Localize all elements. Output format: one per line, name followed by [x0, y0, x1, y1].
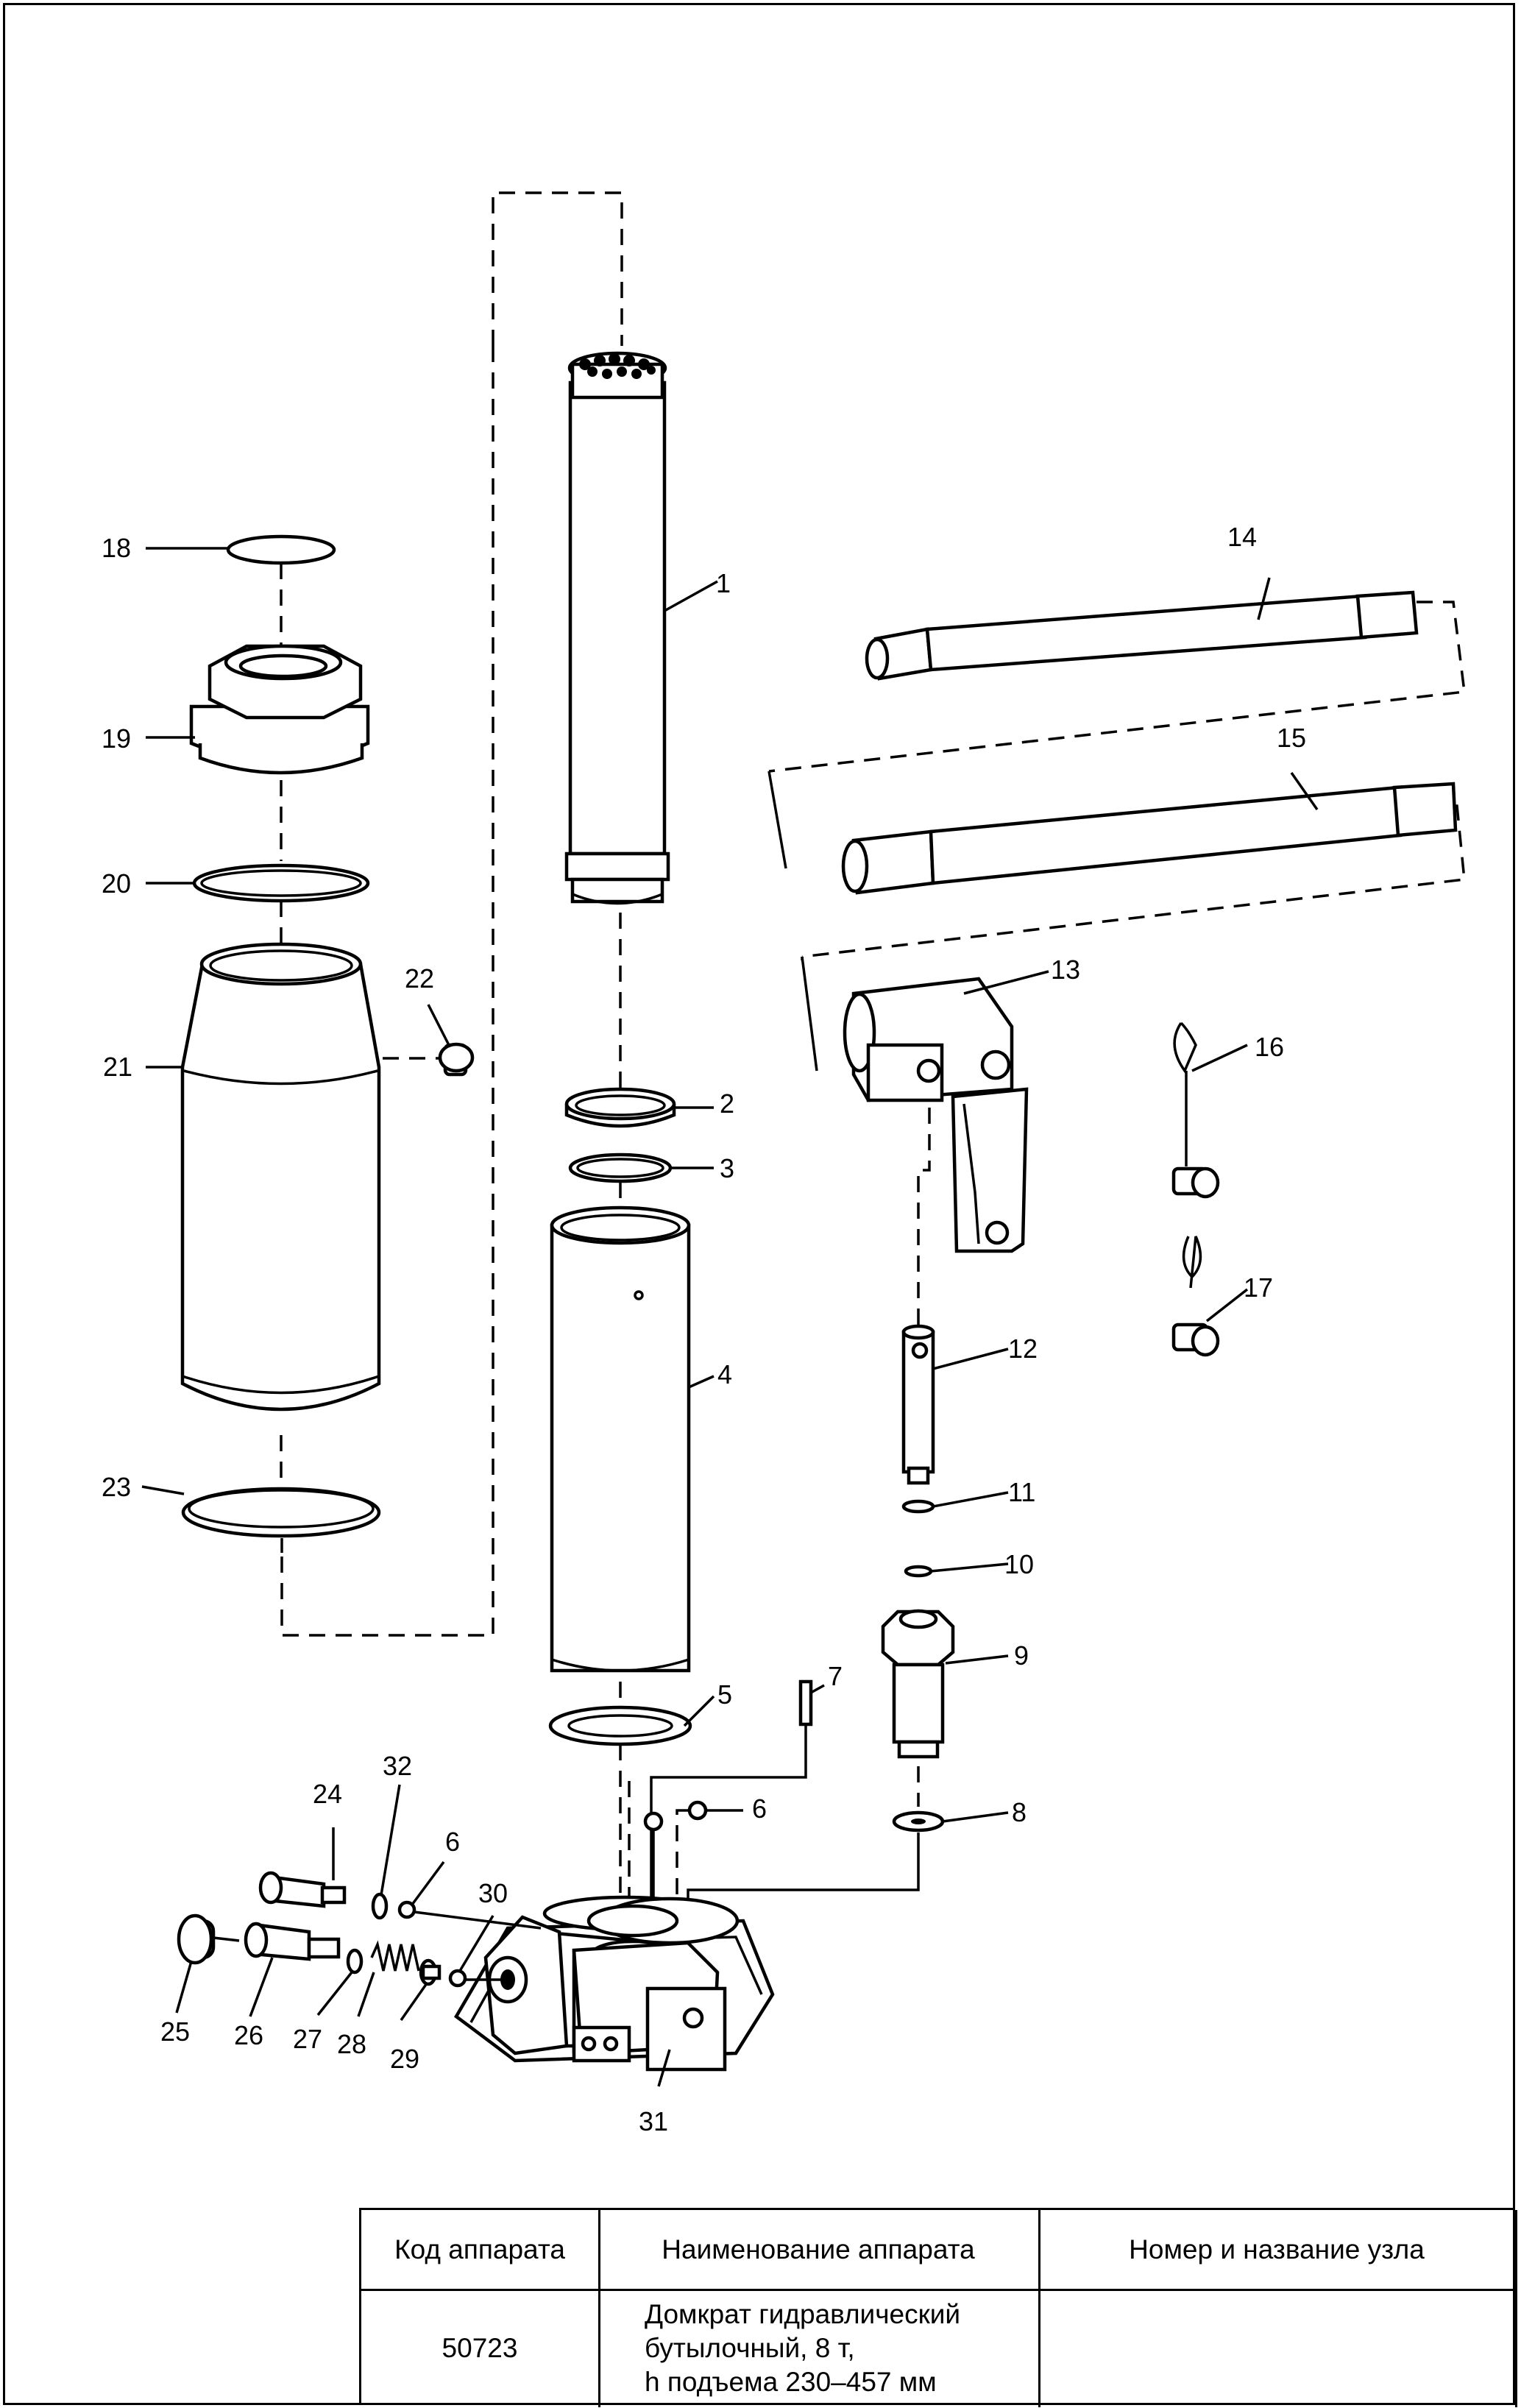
label-part-26: 26	[234, 2020, 263, 2050]
label-part-23: 23	[102, 1472, 131, 1502]
label-part-19: 19	[102, 723, 131, 754]
header-name: Наименование аппарата	[662, 2234, 975, 2264]
apparatus-code: 50723	[442, 2332, 518, 2363]
part-labels: 1 2 3 4 5 6 6 7 8 9 10 11 12 13 14 15 16…	[102, 522, 1306, 2136]
header-code: Код аппарата	[394, 2234, 565, 2264]
label-part-17: 17	[1244, 1272, 1273, 1303]
label-part-11: 11	[1008, 1477, 1035, 1507]
pin-seal	[901, 1499, 935, 1514]
reservoir-tube	[180, 942, 381, 1412]
release-valve-upper	[258, 1871, 347, 1908]
steel-ball	[397, 1900, 416, 1919]
label-part-1: 1	[716, 568, 731, 598]
header-unit: Номер и название узла	[1129, 2234, 1425, 2264]
label-part-6a: 6	[752, 1793, 767, 1824]
valve-seat	[419, 1958, 442, 1986]
label-part-25: 25	[160, 2016, 190, 2047]
label-part-9: 9	[1014, 1640, 1029, 1671]
label-part-5: 5	[717, 1679, 732, 1710]
apparatus-name-line-1: Домкрат гидравлический	[645, 2298, 961, 2329]
seal-ring-top	[226, 534, 336, 565]
valve-o-ring	[346, 1948, 364, 1975]
label-part-20: 20	[102, 868, 131, 899]
wiper-ring	[564, 1087, 676, 1128]
reservoir-assembly-line	[280, 346, 494, 1637]
handle-upper	[865, 590, 1419, 681]
steel-ball	[643, 1811, 664, 1832]
ram-piston	[564, 351, 670, 905]
exploded-diagram: 1 2 3 4 5 6 6 7 8 9 10 11 12 13 14 15 16…	[102, 191, 1466, 2136]
label-part-3: 3	[720, 1153, 734, 1183]
label-part-32: 32	[383, 1751, 412, 1781]
inner-cylinder	[550, 1205, 691, 1673]
col-divider	[598, 2210, 600, 2407]
label-part-31: 31	[639, 2106, 668, 2136]
label-part-6b: 6	[445, 1827, 460, 1857]
label-part-12: 12	[1008, 1334, 1038, 1364]
title-block: Код аппарата Наименование аппарата Номер…	[359, 2208, 1517, 2407]
spring-pin	[798, 1679, 813, 1727]
handle-lower	[841, 782, 1458, 895]
apparatus-name-line-2: бутылочный, 8 т,	[645, 2332, 855, 2363]
spring-clip-pin	[1171, 1236, 1220, 1357]
label-part-14: 14	[1227, 522, 1257, 552]
label-part-21: 21	[103, 1052, 132, 1082]
label-part-2: 2	[720, 1088, 734, 1119]
label-part-29: 29	[390, 2044, 419, 2074]
steel-ball	[687, 1800, 708, 1821]
label-part-7: 7	[828, 1661, 843, 1691]
label-part-28: 28	[337, 2029, 366, 2059]
label-part-16: 16	[1255, 1032, 1284, 1062]
label-part-27: 27	[293, 2024, 322, 2054]
label-part-4: 4	[717, 1359, 732, 1389]
unit-number-name	[1038, 2289, 1515, 2407]
label-part-24: 24	[313, 1779, 342, 1809]
small-washer	[904, 1565, 933, 1578]
label-part-18: 18	[102, 533, 131, 563]
col-divider	[1515, 2210, 1517, 2407]
top-nut	[189, 644, 370, 775]
steel-ball	[448, 1969, 467, 1988]
apparatus-name-line-3: h подъема 230–457 мм	[645, 2366, 937, 2397]
filler-plug	[438, 1042, 475, 1077]
o-ring-small	[371, 1892, 389, 1920]
copper-washer	[548, 1705, 692, 1746]
label-part-15: 15	[1277, 723, 1306, 753]
row-divider	[361, 2289, 1517, 2291]
handle-socket	[843, 977, 1029, 1253]
release-knob	[177, 1913, 240, 1965]
leader-lines	[141, 547, 1319, 2087]
pump-piston-nut	[881, 1609, 955, 1759]
apparatus-name: Домкрат гидравлический бутылочный, 8 т, …	[645, 2289, 1038, 2407]
label-part-10: 10	[1004, 1549, 1034, 1579]
sheet-frame	[3, 3, 1515, 2405]
link-pin	[901, 1324, 935, 1485]
valve-spring	[370, 1940, 420, 1972]
col-divider	[1038, 2210, 1040, 2407]
pump-washer	[892, 1810, 945, 1832]
ram-assembly-line	[492, 191, 623, 346]
r-clip	[1171, 1021, 1220, 1199]
label-part-30: 30	[478, 1878, 508, 1908]
label-part-13: 13	[1051, 955, 1080, 985]
label-part-8: 8	[1012, 1797, 1027, 1827]
release-valve-lower	[244, 1922, 341, 1961]
label-part-22: 22	[405, 963, 434, 994]
